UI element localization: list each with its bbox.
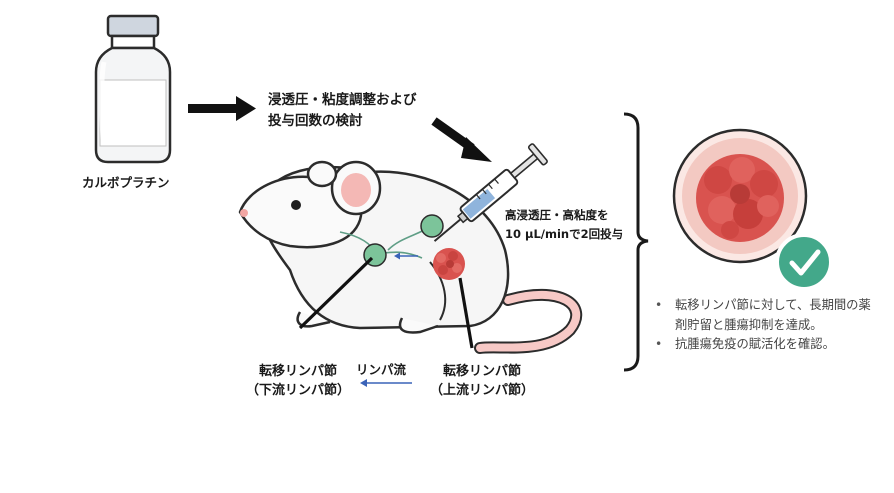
checkmark-icon	[775, 233, 833, 291]
upstream-node-label: 転移リンパ節 （上流リンパ節）	[417, 362, 547, 400]
formulation-step-text: 浸透圧・粘度調整および 投与回数の検討	[268, 90, 417, 132]
lower-node-pointer	[298, 256, 374, 330]
drug-label: カルボプラチン	[82, 175, 170, 190]
lymph-flow-arrow-icon	[360, 379, 412, 387]
results-list: 転移リンパ節に対して、長期間の薬剤貯留と腫瘍抑制を達成。 抗腫瘍免疫の賦活化を確…	[655, 296, 880, 355]
step-arrow-right-icon	[188, 96, 256, 121]
step-arrow-down-right-icon	[431, 117, 492, 162]
lymph-flow-label: リンパ流	[356, 362, 407, 377]
formulation-step-line1: 浸透圧・粘度調整および	[268, 92, 417, 108]
vial-icon	[94, 14, 172, 164]
upper-node-pointer	[458, 277, 474, 349]
injection-line2: 10 μL/minで2回投与	[505, 227, 624, 241]
injection-line1: 高浸透圧・高粘度を	[505, 208, 609, 222]
tumor-at-injection-site	[433, 248, 465, 280]
downstream-node-line1: 転移リンパ節	[258, 364, 337, 379]
injection-condition-text: 高浸透圧・高粘度を 10 μL/minで2回投与	[505, 206, 623, 244]
downstream-node-line2: （下流リンパ節）	[245, 383, 350, 398]
formulation-step-line2: 投与回数の検討	[268, 113, 363, 129]
result-item: 抗腫瘍免疫の賦活化を確認。	[655, 335, 880, 355]
mouse-illustration	[238, 160, 583, 354]
syringe-icon	[433, 143, 548, 242]
upstream-node-line1: 転移リンパ節	[442, 364, 521, 379]
tumor-icon	[672, 128, 808, 264]
result-item: 転移リンパ節に対して、長期間の薬剤貯留と腫瘍抑制を達成。	[655, 296, 880, 335]
result-bracket	[623, 112, 649, 372]
downstream-node-label: 転移リンパ節 （下流リンパ節）	[233, 362, 363, 400]
upstream-node-line2: （上流リンパ節）	[429, 383, 534, 398]
